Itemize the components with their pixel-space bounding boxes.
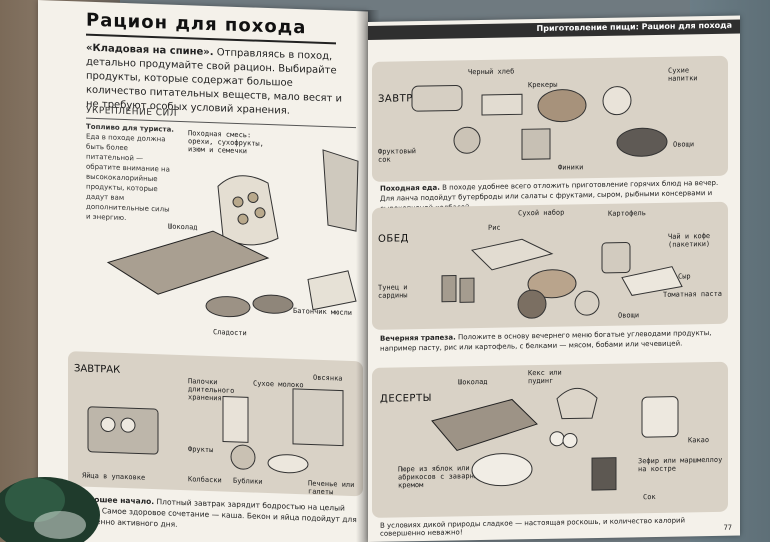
apple <box>230 444 256 470</box>
bagel-right <box>537 89 587 123</box>
breakfast-illustration <box>87 388 344 474</box>
caption2-bold: Вечерняя трапеза. <box>380 333 456 343</box>
jar <box>602 86 632 116</box>
puree-bowl <box>471 453 533 487</box>
dessert-chocolate <box>431 398 538 452</box>
right-page: Приготовление пищи: Рацион для похода ЗА… <box>368 15 740 542</box>
caption1-bold: Походная еда. <box>380 183 440 193</box>
open-book: Рацион для похода «Кладовая на спине». О… <box>38 0 758 542</box>
can <box>441 274 457 303</box>
snow-flock <box>34 511 86 539</box>
can <box>459 277 475 303</box>
milk-box <box>222 395 249 443</box>
energy-food-illustration <box>106 149 359 318</box>
marshmallow <box>549 431 565 447</box>
caption-dinner: Вечерняя трапеза. Положите в основу вече… <box>380 328 730 354</box>
left-footer: Хорошее начало. Плотный завтрак зарядит … <box>78 493 368 536</box>
bagel-lunch <box>527 269 577 299</box>
chocolate-bar <box>106 230 270 295</box>
trail-mix-bag <box>217 175 279 246</box>
dessert-illustration <box>431 387 679 491</box>
candy <box>252 294 294 314</box>
breakfast-right-illustration <box>411 84 668 160</box>
intro-bold: «Кладовая на спине». <box>86 42 214 59</box>
pine-needles <box>5 478 65 522</box>
left-page: Рацион для похода «Кладовая на спине». О… <box>38 0 368 542</box>
pine-branch-decoration <box>0 477 100 542</box>
cracker-pack <box>481 93 523 116</box>
bagel <box>267 454 309 474</box>
rice-bag <box>470 238 554 271</box>
nut <box>232 196 244 208</box>
juice-glass <box>591 457 617 491</box>
tomato <box>517 289 547 319</box>
nut <box>247 192 259 204</box>
nut <box>237 213 249 225</box>
marshmallow <box>562 432 578 448</box>
section-title: УКРЕПЛЕНИЕ СИЛ <box>86 105 178 119</box>
cheese <box>621 266 683 296</box>
oatmeal-box <box>292 388 344 447</box>
orange <box>453 126 481 154</box>
food-packet <box>322 149 359 232</box>
right-footer: В условиях дикой природы сладкое — насто… <box>380 516 686 538</box>
egg <box>100 416 116 432</box>
egg <box>120 417 136 433</box>
onion <box>574 290 600 316</box>
bread-loaf <box>411 84 463 112</box>
muesli-bar <box>307 270 357 311</box>
running-header: Приготовление пищи: Рацион для похода <box>368 19 740 40</box>
potato-jar <box>601 241 631 274</box>
candy <box>205 296 251 318</box>
lunch-illustration <box>441 238 683 319</box>
nut <box>254 207 266 219</box>
running-header-text: Приготовление пищи: Рацион для похода <box>536 20 732 34</box>
cocoa-mug <box>641 396 679 438</box>
page-number: 77 <box>723 523 732 532</box>
eggplant <box>616 127 668 157</box>
muffin <box>556 387 598 420</box>
label-soup: Сухой набор <box>518 208 565 218</box>
peanut-butter-jar <box>521 128 551 160</box>
